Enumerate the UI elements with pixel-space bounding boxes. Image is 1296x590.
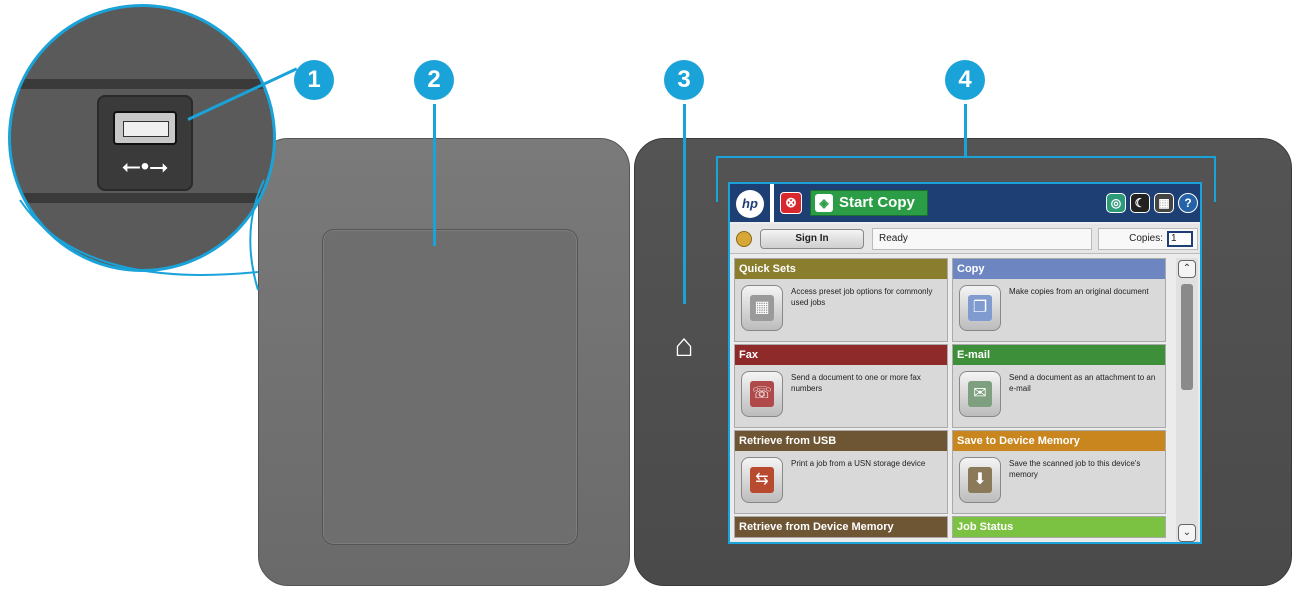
- callout-line: [1214, 156, 1216, 202]
- connector-line: [249, 179, 265, 291]
- touchscreen: hp ⊗ ◈ Start Copy ◎ ☾ ▦ ? Sign In Ready C…: [728, 182, 1202, 544]
- usb-port-housing: ⭠•⭢: [97, 95, 193, 191]
- usb-retrieve-icon: ⇆: [741, 457, 783, 503]
- tile-description: Access preset job options for commonly u…: [791, 287, 933, 307]
- tile-description: Print a job from a USN storage device: [791, 459, 926, 468]
- callout-line: [433, 104, 436, 246]
- callout-4: 4: [945, 60, 985, 100]
- divider: [770, 184, 774, 222]
- tile-title: Quick Sets: [735, 259, 947, 279]
- usb-icon: ⭠•⭢: [121, 153, 169, 180]
- screen-bracket: [716, 156, 1216, 158]
- tile-title: Save to Device Memory: [953, 431, 1165, 451]
- copies-label: Copies:: [1129, 233, 1163, 244]
- tile-copy[interactable]: Copy ❐ Make copies from an original docum…: [952, 258, 1166, 342]
- quick-sets-icon: ▦: [741, 285, 783, 331]
- help-icon[interactable]: ?: [1178, 193, 1198, 213]
- stop-button[interactable]: ⊗: [780, 192, 802, 214]
- tile-job-status[interactable]: Job Status: [952, 516, 1166, 538]
- tile-description: Send a document as an attachment to an e…: [1009, 373, 1156, 393]
- fax-icon: ☏: [741, 371, 783, 417]
- status-text: Ready: [872, 228, 1092, 250]
- tile-email[interactable]: E-mail ✉ Send a document as an attachment…: [952, 344, 1166, 428]
- email-icon: ✉: [959, 371, 1001, 417]
- scrollbar[interactable]: ⌃ ⌄: [1176, 258, 1198, 542]
- zoom-connector: [19, 179, 265, 291]
- start-icon: ◈: [815, 194, 833, 212]
- usb-port[interactable]: [113, 111, 177, 145]
- tile-title: Retrieve from Device Memory: [735, 517, 947, 537]
- start-copy-button[interactable]: ◈ Start Copy: [810, 190, 928, 216]
- sign-in-button[interactable]: Sign In: [760, 229, 864, 249]
- scroll-thumb[interactable]: [1181, 284, 1193, 390]
- scroll-up-button[interactable]: ⌃: [1178, 260, 1196, 278]
- status-light-icon: [736, 231, 752, 247]
- copies-input[interactable]: 1: [1167, 231, 1193, 247]
- tile-retrieve-from-device-memory[interactable]: Retrieve from Device Memory: [734, 516, 948, 538]
- network-icon[interactable]: ▦: [1154, 193, 1174, 213]
- tile-description: Save the scanned job to this device's me…: [1009, 459, 1141, 479]
- callout-1: 1: [294, 60, 334, 100]
- callout-2: 2: [414, 60, 454, 100]
- callout-3: 3: [664, 60, 704, 100]
- copies-field: Copies: 1: [1098, 228, 1198, 250]
- tile-save-to-device-memory[interactable]: Save to Device Memory ⬇ Save the scanned …: [952, 430, 1166, 514]
- sleep-icon[interactable]: ☾: [1130, 193, 1150, 213]
- tile-quick-sets[interactable]: Quick Sets ▦ Access preset job options fo…: [734, 258, 948, 342]
- tile-title: Job Status: [953, 517, 1165, 537]
- divider: [11, 79, 273, 89]
- tile-description: Make copies from an original document: [1009, 287, 1149, 296]
- divider: [11, 193, 273, 203]
- app-tiles: Quick Sets ▦ Access preset job options fo…: [734, 258, 1170, 542]
- tile-description: Send a document to one or more fax numbe…: [791, 373, 921, 393]
- top-icons: ◎ ☾ ▦ ?: [1106, 193, 1198, 213]
- callout-line: [964, 104, 967, 158]
- copy-icon: ❐: [959, 285, 1001, 331]
- tile-retrieve-from-usb[interactable]: Retrieve from USB ⇆ Print a job from a US…: [734, 430, 948, 514]
- status-bar: Sign In Ready Copies: 1: [730, 224, 1200, 254]
- start-copy-label: Start Copy: [839, 194, 915, 211]
- tile-title: Retrieve from USB: [735, 431, 947, 451]
- tile-fax[interactable]: Fax ☏ Send a document to one or more fax …: [734, 344, 948, 428]
- home-button-icon[interactable]: ⌂: [674, 327, 694, 363]
- globe-icon[interactable]: ◎: [1106, 193, 1126, 213]
- hp-logo: hp: [736, 190, 764, 218]
- tile-title: Copy: [953, 259, 1165, 279]
- connector-line: [19, 199, 259, 276]
- callout-line: [683, 104, 686, 304]
- scroll-down-button[interactable]: ⌄: [1178, 524, 1196, 542]
- tile-title: E-mail: [953, 345, 1165, 365]
- card-reader-pad: [322, 229, 578, 545]
- top-bar: hp ⊗ ◈ Start Copy ◎ ☾ ▦ ?: [730, 184, 1200, 222]
- tile-title: Fax: [735, 345, 947, 365]
- save-memory-icon: ⬇: [959, 457, 1001, 503]
- callout-line: [716, 156, 718, 202]
